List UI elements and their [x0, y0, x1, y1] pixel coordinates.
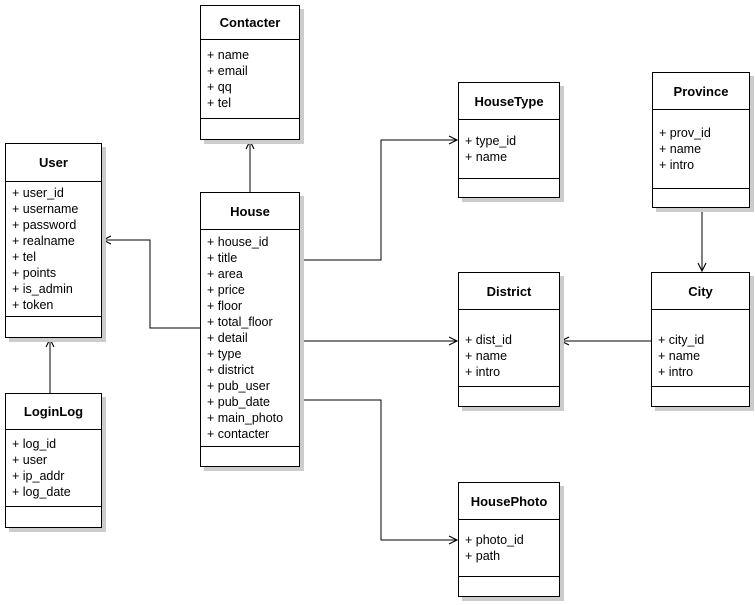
connector-house-to-housetype [299, 135, 459, 261]
attribute: + area [207, 267, 243, 281]
attribute: + password [12, 218, 77, 232]
attribute: + name [207, 48, 250, 62]
operations-compartment [6, 316, 101, 337]
attribute: + name [658, 349, 701, 363]
class-title: LoginLog [6, 394, 101, 430]
attribute: + name [659, 142, 702, 156]
operations-compartment [201, 446, 299, 466]
attribute: + email [207, 64, 248, 78]
attribute: + photo_id [465, 533, 524, 547]
operations-compartment [653, 188, 749, 207]
attribute: + ip_addr [12, 469, 65, 483]
attribute: + path [465, 549, 501, 563]
attribute: + contacter [207, 427, 270, 441]
attribute: + total_floor [207, 315, 273, 329]
class-title: User [6, 144, 101, 182]
attribute: + tel [12, 250, 36, 264]
connector-house-to-housephoto [299, 399, 459, 545]
class-housetype[interactable]: HouseType + type_id + name [458, 82, 560, 198]
attribute: + qq [207, 80, 232, 94]
attribute: + title [207, 251, 238, 265]
attribute: + user [12, 453, 48, 467]
attribute: + district [207, 363, 254, 377]
attribute: + main_photo [207, 411, 284, 425]
attribute: + is_admin [12, 282, 73, 296]
class-loginlog[interactable]: LoginLog + log_id + user + ip_addr + log… [5, 393, 102, 528]
attribute: + log_id [12, 437, 57, 451]
attributes-compartment: + name + email + qq + tel [201, 40, 299, 118]
attributes-compartment: + house_id + title + area + price + floo… [201, 230, 299, 446]
attribute: + realname [12, 234, 75, 248]
class-title: HouseType [459, 83, 559, 120]
attribute: + intro [465, 365, 501, 379]
class-house[interactable]: House + house_id + title + area + price … [200, 192, 300, 467]
attributes-compartment: + user_id + username + password + realna… [6, 182, 101, 316]
attribute: + user_id [12, 186, 64, 200]
attribute: + intro [659, 158, 695, 172]
class-title: House [201, 193, 299, 230]
operations-compartment [201, 118, 299, 139]
attributes-compartment: + dist_id + name + intro [459, 310, 559, 386]
class-housephoto[interactable]: HousePhoto + photo_id + path [458, 482, 560, 597]
attribute: + prov_id [659, 126, 711, 140]
connector-house-to-user [101, 235, 200, 329]
attribute: + pub_user [207, 379, 270, 393]
class-city[interactable]: City + city_id + name + intro [651, 272, 750, 407]
attributes-compartment: + photo_id + path [459, 520, 559, 576]
attribute: + floor [207, 299, 243, 313]
class-title: Province [653, 73, 749, 110]
class-user[interactable]: User + user_id + username + password + r… [5, 143, 102, 338]
operations-compartment [459, 576, 559, 596]
class-province[interactable]: Province + prov_id + name + intro [652, 72, 750, 208]
attribute: + price [207, 283, 245, 297]
operations-compartment [459, 386, 559, 406]
attribute: + name [465, 150, 508, 164]
class-title: District [459, 273, 559, 310]
attribute: + intro [658, 365, 694, 379]
operations-compartment [652, 386, 749, 406]
attribute: + points [12, 266, 57, 280]
attributes-compartment: + log_id + user + ip_addr + log_date [6, 430, 101, 506]
attribute: + type_id [465, 134, 517, 148]
class-title: HousePhoto [459, 483, 559, 520]
attribute: + username [12, 202, 79, 216]
attribute: + pub_date [207, 395, 270, 409]
attribute: + tel [207, 96, 231, 110]
attribute: + token [12, 298, 54, 312]
attribute: + name [465, 349, 508, 363]
attribute: + dist_id [465, 333, 512, 347]
operations-compartment [459, 178, 559, 197]
operations-compartment [6, 506, 101, 527]
attributes-compartment: + type_id + name [459, 120, 559, 178]
attribute: + type [207, 347, 242, 361]
class-title: Contacter [201, 6, 299, 40]
class-title: City [652, 273, 749, 310]
attributes-compartment: + city_id + name + intro [652, 310, 749, 386]
attribute: + house_id [207, 235, 269, 249]
class-contacter[interactable]: Contacter + name + email + qq + tel [200, 5, 300, 140]
attribute: + detail [207, 331, 248, 345]
attribute: + log_date [12, 485, 71, 499]
attribute: + city_id [658, 333, 705, 347]
class-district[interactable]: District + dist_id + name + intro [458, 272, 560, 407]
attributes-compartment: + prov_id + name + intro [653, 110, 749, 188]
